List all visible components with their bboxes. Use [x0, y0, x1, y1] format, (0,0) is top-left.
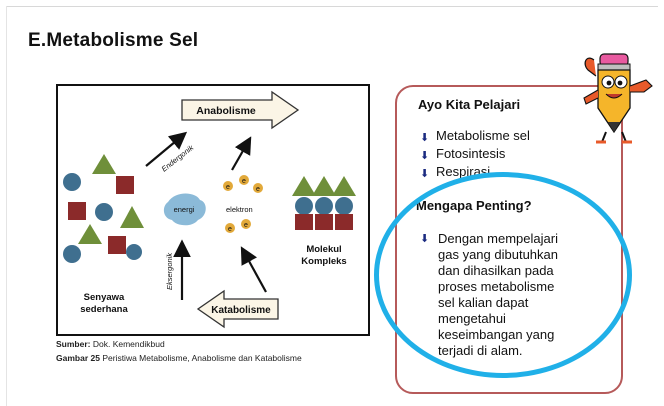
list-item-label: Fotosintesis	[436, 146, 506, 161]
top-border	[6, 6, 658, 7]
metabolism-diagram: Anabolisme Katabolisme Endergonik Ekserg…	[63, 90, 356, 329]
figure-text: Peristiwa Metabolisme, Anabolisme dan Ka…	[102, 353, 302, 363]
senyawa-label-1: Senyawa	[84, 292, 125, 303]
anabolisme-arrow: Anabolisme	[181, 90, 300, 130]
topic-list: ⬇ Metabolisme sel ⬇ Fotosintesis ⬇ Respi…	[420, 128, 530, 182]
molekul-label-2: Kompleks	[301, 256, 346, 267]
electron-symbol: e	[244, 222, 248, 229]
electron-symbol: e	[228, 226, 232, 233]
molekul-label-1: Molekul	[306, 244, 341, 255]
arrow-down-bullet-icon: ⬇	[420, 150, 430, 162]
list-item: ⬇ Fotosintesis	[420, 146, 530, 164]
simple-molecules	[63, 154, 144, 263]
electrons: e e e e e	[223, 175, 263, 233]
pencil-mascot-icon	[583, 53, 653, 144]
list-item: ⬇ Metabolisme sel	[420, 128, 530, 146]
katabolisme-label: Katabolisme	[211, 305, 271, 316]
arrow-down-bullet-icon: ⬇	[420, 168, 430, 180]
energy-blob	[163, 193, 206, 226]
electron-symbol: e	[226, 184, 230, 191]
electron-symbol: e	[256, 186, 260, 193]
anabolisme-label: Anabolisme	[196, 105, 256, 117]
heading-ayo-kita-pelajari: Ayo Kita Pelajari	[418, 97, 521, 112]
complex-molecule	[292, 176, 356, 230]
eksergonik-label: Eksergonik	[165, 252, 174, 290]
arrow-up-left	[240, 246, 267, 293]
page-title: E.Metabolisme Sel	[28, 30, 199, 51]
figure-number: Gambar 25	[56, 353, 100, 363]
figure-caption: Sumber: Dok. Kemendikbud Gambar 25 Peris…	[56, 339, 356, 364]
energi-label: energi	[174, 205, 195, 214]
arrow-up-right	[231, 136, 252, 171]
electron-symbol: e	[242, 178, 246, 185]
arrow-endergonik	[145, 131, 188, 167]
source-value: Dok. Kemendikbud	[92, 339, 165, 349]
metabolism-figure: Anabolisme Katabolisme Endergonik Ekserg…	[56, 84, 370, 336]
highlight-circle	[374, 172, 632, 378]
endergonik-label: Endergonik	[160, 142, 196, 173]
source-label: Sumber:	[56, 339, 91, 349]
left-border	[6, 6, 7, 406]
katabolisme-arrow: Katabolisme	[196, 289, 279, 329]
list-item-label: Metabolisme sel	[436, 128, 530, 143]
senyawa-label-2: sederhana	[80, 304, 128, 315]
arrow-down-bullet-icon: ⬇	[420, 132, 430, 144]
elektron-label: elektron	[226, 205, 253, 214]
